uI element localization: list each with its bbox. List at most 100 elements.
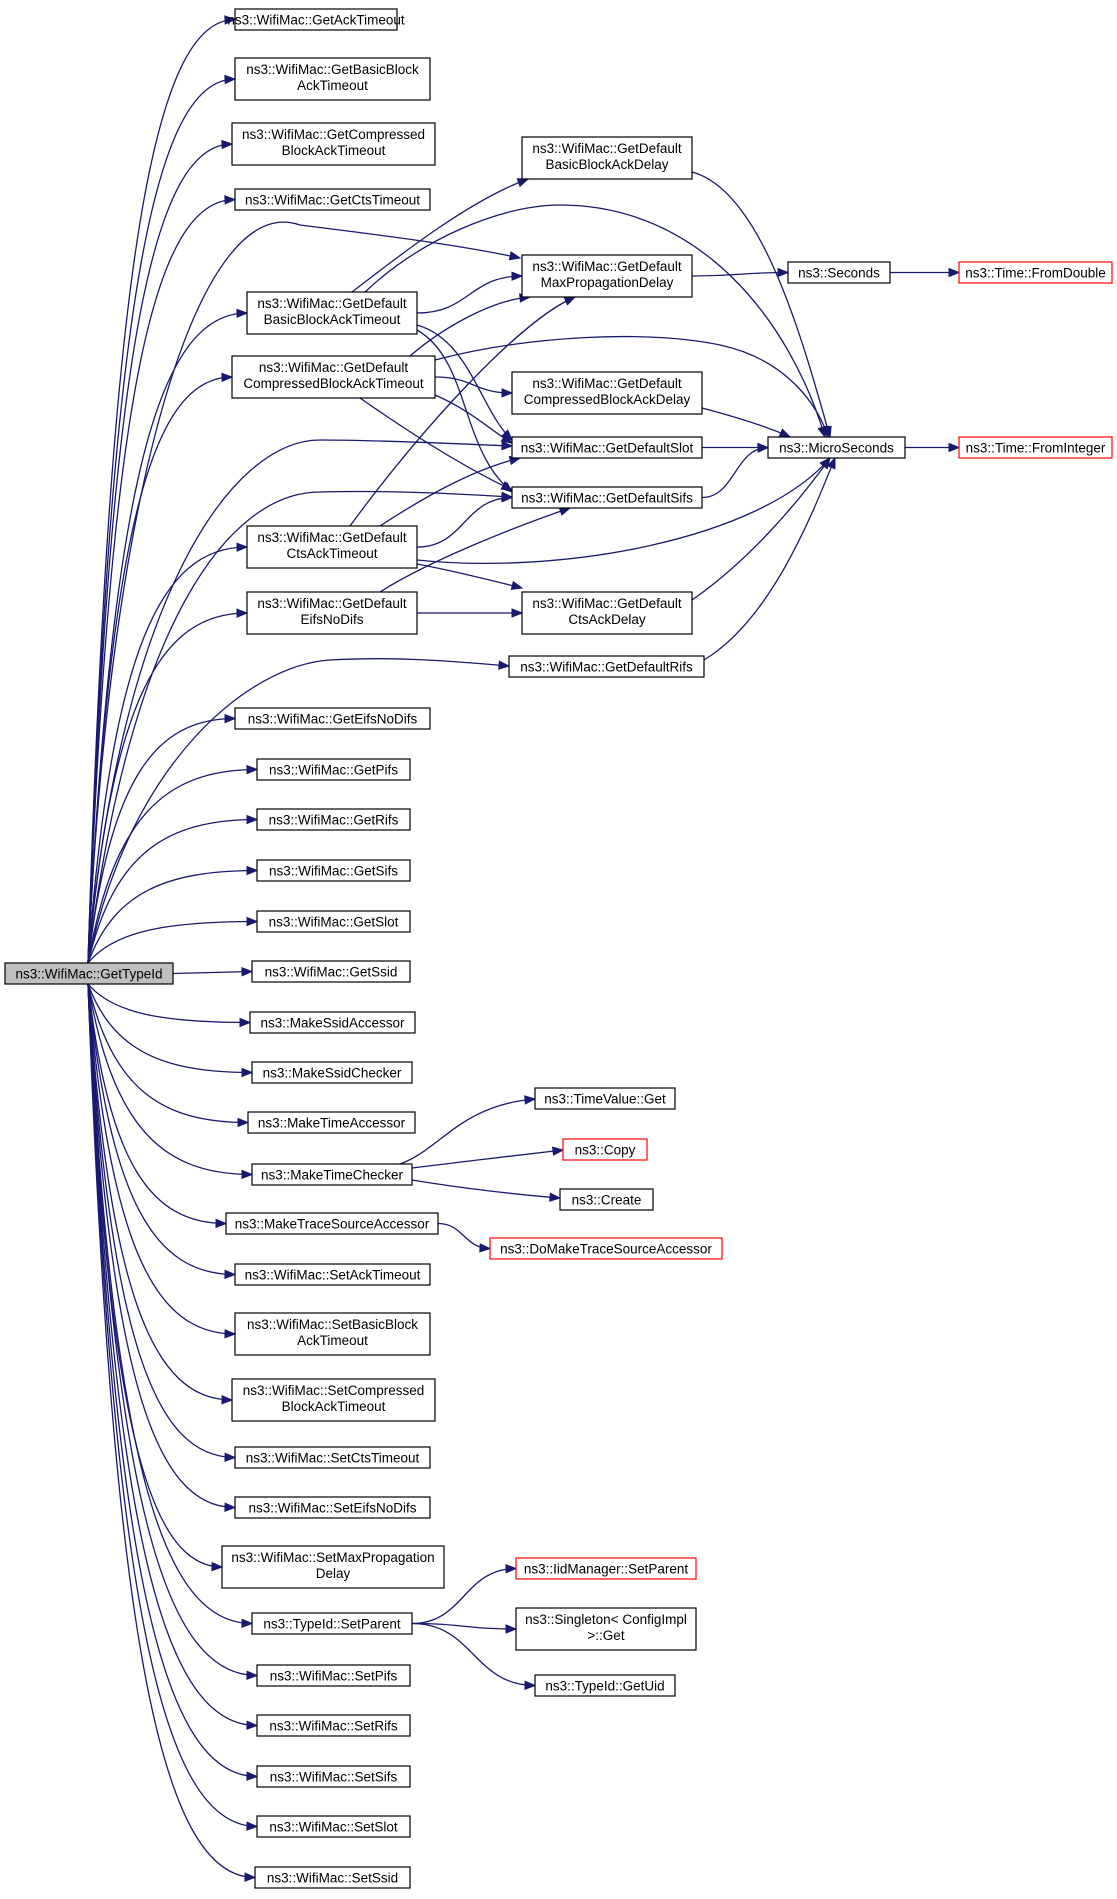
node-box: [511, 371, 703, 415]
node-box: [534, 1087, 676, 1110]
node-box: [234, 1496, 431, 1519]
arrowhead: [516, 178, 530, 188]
node-getDefaultCompressedBlockAckDelay[interactable]: ns3::WifiMac::GetDefaultCompressedBlockA…: [511, 371, 703, 415]
node-box: [251, 1061, 413, 1084]
node-label: ns3::MicroSeconds: [779, 441, 894, 456]
node-create[interactable]: ns3::Create: [559, 1188, 654, 1211]
edge-getDefaultCompressedBlockAckTimeout-to-getDefaultMaxPropagationDelay: [409, 293, 532, 357]
node-setPifs[interactable]: ns3::WifiMac::SetPifs: [256, 1664, 411, 1687]
node-label: MaxPropagationDelay: [541, 275, 674, 290]
node-microSeconds[interactable]: ns3::MicroSeconds: [767, 436, 906, 459]
node-getDefaultSifs[interactable]: ns3::WifiMac::GetDefaultSifs: [511, 486, 703, 509]
edge-getDefaultCompressedBlockAckTimeout-to-getDefaultSifs: [359, 397, 514, 491]
edge-root-to-setCtsTimeout: [87, 983, 237, 1462]
node-getDefaultCompressedBlockAckTimeout[interactable]: ns3::WifiMac::GetDefaultCompressedBlockA…: [231, 355, 436, 399]
node-getDefaultRifs[interactable]: ns3::WifiMac::GetDefaultRifs: [508, 655, 705, 678]
node-box: [234, 707, 431, 730]
node-singletonGet[interactable]: ns3::Singleton< ConfigImpl >::Get: [515, 1607, 697, 1651]
edge-line: [411, 1149, 564, 1169]
node-setSlot[interactable]: ns3::WifiMac::SetSlot: [256, 1815, 411, 1838]
node-getRifs[interactable]: ns3::WifiMac::GetRifs: [256, 808, 411, 831]
edge-getDefaultBasicBlockAckTimeout-to-getDefaultMaxPropagationDelay: [416, 271, 524, 314]
node-makeSsidChecker[interactable]: ns3::MakeSsidChecker: [251, 1061, 413, 1084]
node-getDefaultBasicBlockAckDelay[interactable]: ns3::WifiMac::GetDefaultBasicBlockAckDel…: [521, 136, 693, 180]
node-makeSsidAccessor[interactable]: ns3::MakeSsidAccessor: [249, 1011, 416, 1034]
node-getCtsTimeout[interactable]: ns3::WifiMac::GetCtsTimeout: [234, 188, 431, 211]
edge-line: [87, 18, 236, 964]
node-box: [256, 758, 411, 781]
node-label: ns3::Seconds: [798, 266, 880, 281]
edge-makeTimeChecker-to-copy: [411, 1146, 565, 1169]
node-fromDouble[interactable]: ns3::Time::FromDouble: [958, 261, 1113, 284]
edge-line: [416, 329, 513, 493]
edge-line: [691, 271, 789, 277]
node-typeIdSetParent[interactable]: ns3::TypeId::SetParent: [251, 1612, 413, 1635]
edge-root-to-setAckTimeout: [87, 983, 237, 1280]
edge-root-to-setRifs: [87, 983, 259, 1730]
node-root[interactable]: ns3::WifiMac::GetTypeId: [4, 962, 174, 985]
node-label: BlockAckTimeout: [282, 1399, 386, 1414]
node-getEifsNoDifs[interactable]: ns3::WifiMac::GetEifsNoDifs: [234, 707, 431, 730]
node-makeTimeChecker[interactable]: ns3::MakeTimeChecker: [251, 1163, 413, 1186]
node-fromInteger[interactable]: ns3::Time::FromInteger: [958, 436, 1113, 459]
node-getDefaultSlot[interactable]: ns3::WifiMac::GetDefaultSlot: [511, 436, 703, 459]
edge-typeIdSetParent-to-typeIdGetUid: [411, 1622, 537, 1690]
node-doMakeTraceSourceAccessor[interactable]: ns3::DoMakeTraceSourceAccessor: [489, 1237, 723, 1260]
node-getCompressedBlockAckTimeout[interactable]: ns3::WifiMac::GetCompressedBlockAckTimeo…: [231, 122, 436, 166]
arrowhead: [224, 1329, 237, 1339]
node-setRifs[interactable]: ns3::WifiMac::SetRifs: [256, 1714, 411, 1737]
edge-root-to-getCompressedBlockAckTimeout: [87, 139, 234, 964]
node-setCtsTimeout[interactable]: ns3::WifiMac::SetCtsTimeout: [234, 1446, 431, 1469]
node-setEifsNoDifs[interactable]: ns3::WifiMac::SetEifsNoDifs: [234, 1496, 431, 1519]
edge-typeIdSetParent-to-singletonGet: [411, 1622, 518, 1634]
edge-root-to-setPifs: [87, 983, 259, 1680]
node-makeTimeAccessor[interactable]: ns3::MakeTimeAccessor: [247, 1111, 416, 1134]
node-setAckTimeout[interactable]: ns3::WifiMac::SetAckTimeout: [234, 1263, 431, 1286]
node-setCompressedBlockAckTimeout[interactable]: ns3::WifiMac::SetCompressedBlockAckTimeo…: [231, 1378, 436, 1422]
node-copy[interactable]: ns3::Copy: [562, 1138, 648, 1161]
arrowhead: [224, 1452, 237, 1462]
edge-seconds-to-fromDouble: [889, 267, 961, 278]
edge-line: [87, 983, 233, 1401]
node-setSifs[interactable]: ns3::WifiMac::SetSifs: [256, 1765, 411, 1788]
arrowhead: [241, 1169, 254, 1180]
arrowhead: [500, 433, 514, 444]
node-label: CompressedBlockAckTimeout: [243, 376, 424, 391]
node-typeIdGetUid[interactable]: ns3::TypeId::GetUid: [534, 1674, 676, 1697]
node-getAckTimeout[interactable]: ns3::WifiMac::GetAckTimeout: [227, 8, 405, 31]
node-iidManagerSetParent[interactable]: ns3::IidManager::SetParent: [515, 1557, 697, 1580]
edge-root-to-getPifs: [87, 764, 259, 964]
edge-getDefaultCtsAckTimeout-to-getDefaultCtsAckDelay: [416, 563, 524, 591]
node-seconds[interactable]: ns3::Seconds: [787, 261, 891, 284]
node-label: ns3::WifiMac::SetSsid: [267, 1871, 398, 1886]
node-getDefaultBasicBlockAckTimeout[interactable]: ns3::WifiMac::GetDefaultBasicBlockAckTim…: [246, 291, 418, 335]
node-makeTraceSourceAccessor[interactable]: ns3::MakeTraceSourceAccessor: [225, 1212, 439, 1235]
arrowhead: [246, 1821, 259, 1831]
node-getSifs[interactable]: ns3::WifiMac::GetSifs: [256, 859, 411, 882]
edge-line: [87, 983, 256, 1879]
edge-line: [87, 983, 249, 1124]
edge-root-to-getDefaultSlot: [87, 439, 514, 964]
edge-line: [399, 1098, 536, 1165]
arrowhead: [777, 267, 790, 278]
node-setSsid[interactable]: ns3::WifiMac::SetSsid: [254, 1866, 411, 1889]
node-box: [521, 254, 693, 298]
node-getSsid[interactable]: ns3::WifiMac::GetSsid: [251, 960, 411, 983]
node-getSlot[interactable]: ns3::WifiMac::GetSlot: [256, 910, 411, 933]
edge-root-to-getDefaultRifs: [87, 658, 511, 964]
node-timeValueGet[interactable]: ns3::TimeValue::Get: [534, 1087, 676, 1110]
edge-line: [87, 920, 258, 964]
node-getDefaultMaxPropagationDelay[interactable]: ns3::WifiMac::GetDefaultMaxPropagationDe…: [521, 254, 693, 298]
arrowhead: [236, 308, 249, 319]
node-label: ns3::WifiMac::GetCompressed: [242, 127, 425, 142]
edge-line: [87, 983, 258, 1828]
node-getPifs[interactable]: ns3::WifiMac::GetPifs: [256, 758, 411, 781]
edge-line: [87, 717, 236, 964]
node-label: ns3::WifiMac::GetDefault: [532, 596, 682, 611]
